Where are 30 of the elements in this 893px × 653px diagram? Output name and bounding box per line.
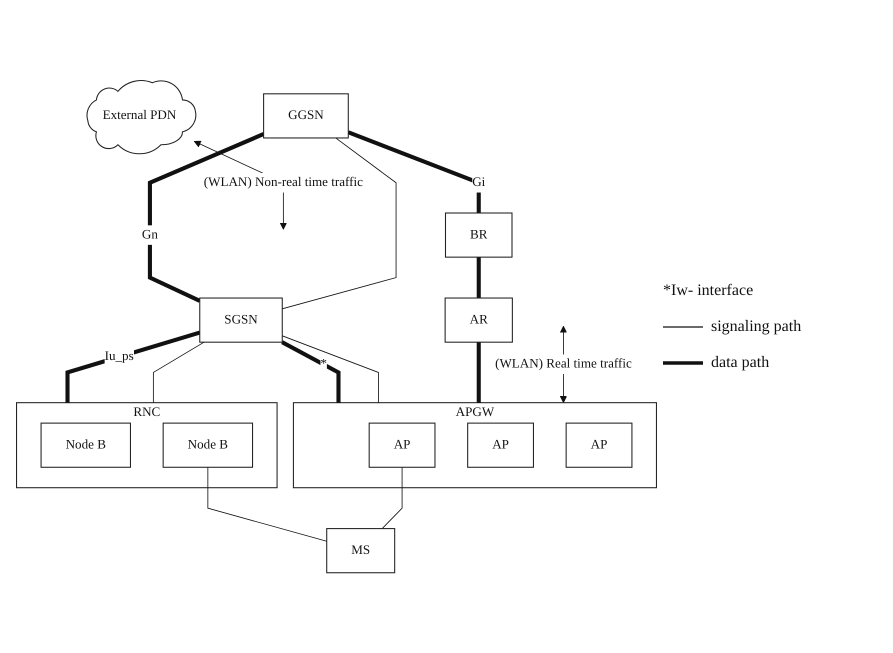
connector bbox=[207, 466, 328, 542]
connector bbox=[152, 342, 204, 403]
connector bbox=[281, 340, 341, 403]
connector bbox=[282, 137, 396, 310]
legend-text: data path bbox=[711, 354, 770, 372]
edge-label: (WLAN) Real time traffic bbox=[495, 356, 632, 371]
node-box: AR bbox=[444, 297, 513, 343]
node-box: SGSN bbox=[199, 297, 283, 343]
note-text: *Iw- interface bbox=[663, 282, 754, 300]
connector bbox=[348, 130, 481, 213]
edge-label: Gn bbox=[142, 228, 158, 242]
node-box: Node B bbox=[162, 422, 254, 468]
node-box: AP bbox=[467, 422, 534, 468]
node-box: MS bbox=[326, 528, 396, 574]
edge-label: Iu_ps bbox=[104, 349, 134, 364]
edge-label: * bbox=[320, 356, 327, 371]
node-box: AP bbox=[566, 422, 632, 468]
connector bbox=[476, 257, 481, 298]
node-box: AP bbox=[368, 422, 436, 468]
connector bbox=[148, 132, 264, 303]
node-box: Node B bbox=[40, 422, 131, 468]
legend-text: signaling path bbox=[711, 318, 802, 336]
edge-label: (WLAN) Non-real time traffic bbox=[204, 175, 363, 190]
connector bbox=[476, 342, 481, 403]
node-box: BR bbox=[444, 212, 513, 258]
connector bbox=[65, 330, 200, 403]
connector bbox=[282, 335, 379, 403]
node-box: GGSN bbox=[263, 93, 349, 138]
edge-label: Gi bbox=[472, 175, 486, 190]
connector bbox=[382, 466, 402, 529]
